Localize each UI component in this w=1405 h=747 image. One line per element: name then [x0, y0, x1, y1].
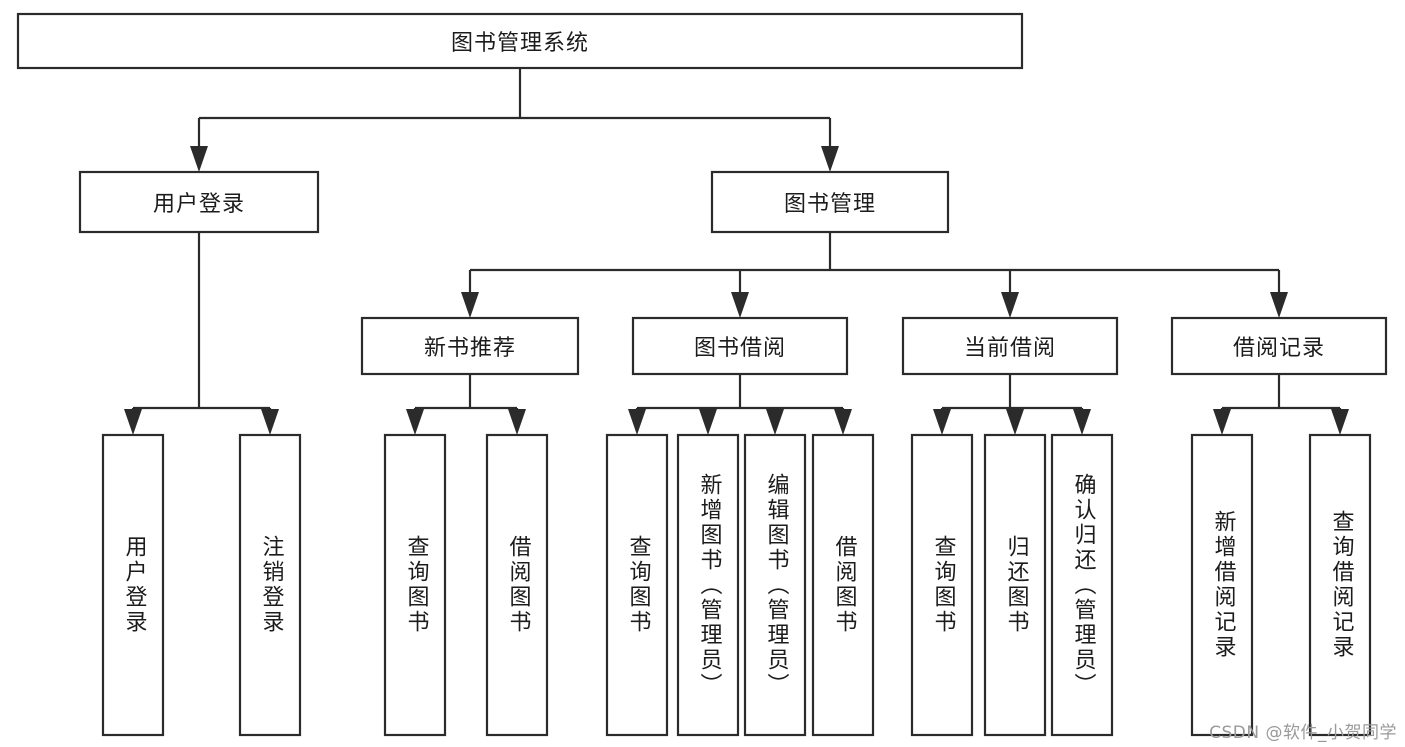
node-leaf-query-book-rec[interactable] [383, 433, 447, 737]
arrow-head-icon-leaf-user-login [124, 409, 142, 435]
arrow-head-icon-leaf-borrow-book-rec [508, 409, 526, 435]
node-book-borrow[interactable] [631, 316, 849, 376]
arrow-head-icon-leaf-add-book [699, 409, 717, 435]
arrow-head-icon-book-manage [821, 146, 839, 172]
arrow-head-icon-leaf-query-borrow-rec [1331, 409, 1349, 435]
arrow-head-icon-borrow-record [1270, 292, 1288, 318]
arrow-head-icon-leaf-borrow-book-bor [834, 409, 852, 435]
node-leaf-add-borrow-rec[interactable] [1190, 433, 1254, 737]
arrow-head-icon-leaf-add-borrow-rec [1213, 409, 1231, 435]
node-leaf-borrow-book-bor[interactable] [811, 433, 875, 737]
arrow-head-icon-leaf-edit-book [766, 409, 784, 435]
node-leaf-edit-book[interactable] [743, 433, 807, 737]
arrow-head-icon-leaf-confirm-return [1073, 409, 1091, 435]
node-root-book-management-system[interactable] [16, 12, 1024, 70]
node-leaf-confirm-return[interactable] [1050, 433, 1114, 737]
arrow-head-icon-leaf-return-book [1006, 409, 1024, 435]
node-borrow-record[interactable] [1170, 316, 1388, 376]
arrow-head-icon-leaf-query-book-bor [628, 409, 646, 435]
node-new-book-rec[interactable] [360, 316, 580, 376]
arrow-head-icon-leaf-query-book-rec [406, 409, 424, 435]
arrow-head-icon-new-book-rec [461, 292, 479, 318]
node-leaf-borrow-book-rec[interactable] [485, 433, 549, 737]
watermark-text: CSDN @软件_小贺同学 [1209, 723, 1397, 743]
arrow-head-icon-book-borrow [731, 292, 749, 318]
node-leaf-query-book-cur[interactable] [910, 433, 974, 737]
node-leaf-return-book[interactable] [983, 433, 1047, 737]
node-leaf-query-borrow-rec[interactable] [1308, 433, 1372, 737]
arrow-head-icon-user-login [190, 146, 208, 172]
node-user-login[interactable] [78, 170, 320, 234]
node-leaf-logout[interactable] [238, 433, 302, 737]
arrow-head-icon-leaf-query-book-cur [933, 409, 951, 435]
node-leaf-user-login[interactable] [101, 433, 165, 737]
node-leaf-query-book-bor[interactable] [605, 433, 669, 737]
arrow-head-icon-current-borrow [1001, 292, 1019, 318]
arrow-head-icon-leaf-logout [261, 409, 279, 435]
node-book-manage[interactable] [710, 170, 950, 234]
node-current-borrow[interactable] [901, 316, 1119, 376]
node-leaf-add-book[interactable] [676, 433, 740, 737]
